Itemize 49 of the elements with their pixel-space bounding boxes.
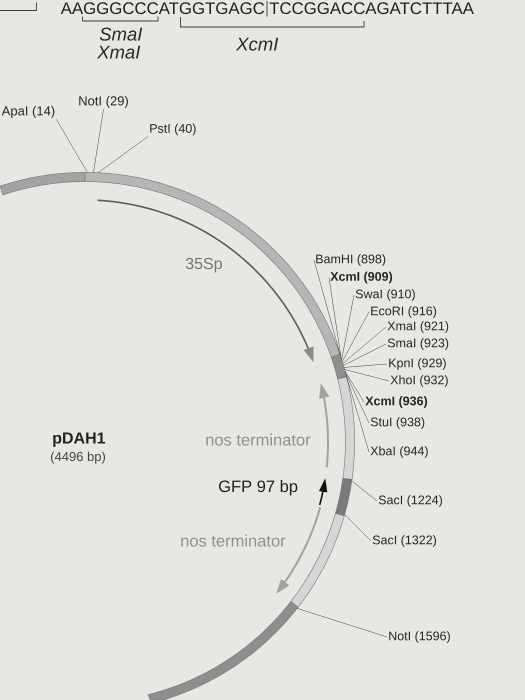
site-label: BamHI (898) xyxy=(316,254,386,266)
leader-line xyxy=(341,294,354,360)
ring-segment xyxy=(337,376,355,480)
site-label: NotI (1596) xyxy=(389,631,450,643)
leader-line xyxy=(344,369,390,382)
leader-line xyxy=(342,326,386,364)
leader-line xyxy=(98,136,148,173)
plasmid-name: pDAH1 xyxy=(53,432,106,447)
feature-label: GFP 97 bp xyxy=(219,480,298,496)
site-label: NotI (29) xyxy=(79,96,128,108)
leader-line xyxy=(314,260,341,356)
site-label: XmaI (921) xyxy=(387,321,448,333)
leader-line xyxy=(343,344,386,366)
site-label: XcmI (936) xyxy=(365,396,428,408)
leader-line xyxy=(346,375,370,452)
site-label: XhoI (932) xyxy=(390,375,448,387)
site-label: SwaI (910) xyxy=(356,289,415,301)
site-label: KpnI (929) xyxy=(389,358,446,370)
leader-line xyxy=(296,608,388,638)
site-label: EcoRI (916) xyxy=(371,306,436,318)
ring-segment xyxy=(0,172,86,196)
leader-line xyxy=(344,514,372,542)
site-label: PstI (40) xyxy=(150,124,196,136)
site-label: SmaI (923) xyxy=(388,338,448,350)
leader-line xyxy=(342,312,370,362)
site-label: ApaI (14) xyxy=(2,106,54,118)
site-label: SacI (1224) xyxy=(378,495,442,507)
ring-segment xyxy=(290,513,345,608)
dna-sequence: AAGGGCCCATGGTGAGC xyxy=(60,2,264,14)
ring-segment xyxy=(335,478,352,516)
site-label: StuI (938) xyxy=(370,417,424,429)
leader-line xyxy=(56,119,88,173)
enzyme-label: XcmI xyxy=(236,38,278,51)
site-label: XcmI (909) xyxy=(330,272,392,284)
dna-sequence: TCCGGACCAGATCTTTAA xyxy=(270,2,474,14)
feature-label: 35Sp xyxy=(186,258,222,272)
site-label: SacI (1322) xyxy=(372,535,436,547)
site-label: XbaI (944) xyxy=(370,446,428,458)
enzyme-label: SmaI xyxy=(100,28,142,41)
leader-line xyxy=(344,364,388,368)
enzyme-label: XmaI xyxy=(96,46,140,59)
plasmid-size: (4496 bp) xyxy=(51,452,106,464)
feature-label: nos terminator xyxy=(206,434,310,446)
leader-line xyxy=(328,277,342,358)
leader-line xyxy=(93,109,104,173)
leader-line xyxy=(344,371,364,402)
ring-segment xyxy=(330,354,347,380)
leader-line xyxy=(346,373,370,424)
ring-segment xyxy=(148,601,298,700)
